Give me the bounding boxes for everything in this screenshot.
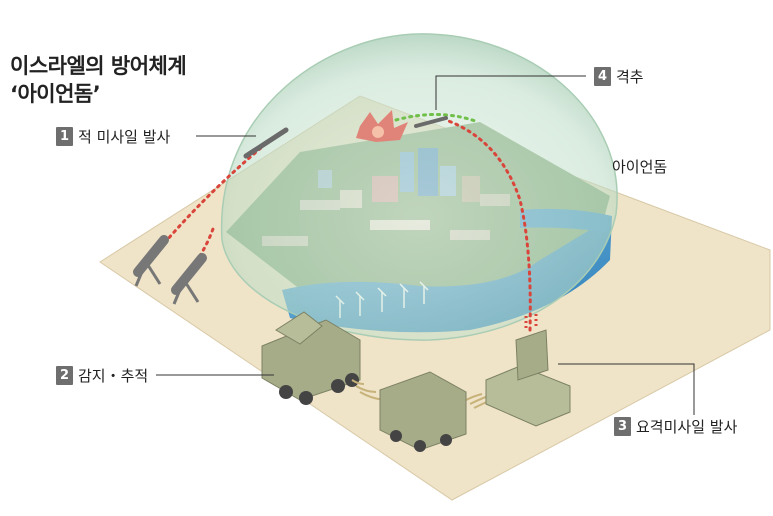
interceptor-missile bbox=[414, 116, 448, 128]
step2-badge: 2 bbox=[56, 366, 73, 385]
enemy-missile bbox=[243, 127, 289, 159]
step2-label: 2 감지・추적 bbox=[56, 365, 148, 386]
dome-label: 아이언돔 bbox=[612, 158, 668, 176]
step3-badge: 3 bbox=[614, 417, 631, 436]
step4-badge: 4 bbox=[594, 67, 611, 86]
interceptor-trail bbox=[444, 118, 532, 332]
step1-label: 1 적 미사일 발사 bbox=[56, 126, 170, 147]
step3-text: 요격미사일 발사 bbox=[636, 418, 738, 436]
leader-line-step4 bbox=[435, 75, 586, 110]
step2-text: 감지・추적 bbox=[78, 367, 149, 385]
step4-label: 4 격추 bbox=[594, 66, 644, 87]
step1-badge: 1 bbox=[56, 127, 73, 146]
step3-label: 3 요격미사일 발사 bbox=[614, 416, 737, 437]
title-line2: ‘아이언돔’ bbox=[10, 82, 101, 106]
interceptor-launcher bbox=[485, 314, 571, 427]
intercept-trajectory bbox=[394, 113, 480, 124]
dome bbox=[220, 33, 618, 341]
enemy-missile-trail-2 bbox=[194, 224, 216, 264]
title-line1: 이스라엘의 방어체계 bbox=[10, 54, 187, 78]
explosion bbox=[356, 110, 408, 142]
step4-text: 격추 bbox=[616, 68, 644, 86]
radar-vehicle bbox=[261, 311, 361, 405]
enemy-launchers bbox=[133, 235, 207, 305]
control-vehicle bbox=[379, 371, 467, 452]
leader-line-step3 bbox=[558, 363, 695, 415]
step1-text: 적 미사일 발사 bbox=[78, 128, 171, 146]
